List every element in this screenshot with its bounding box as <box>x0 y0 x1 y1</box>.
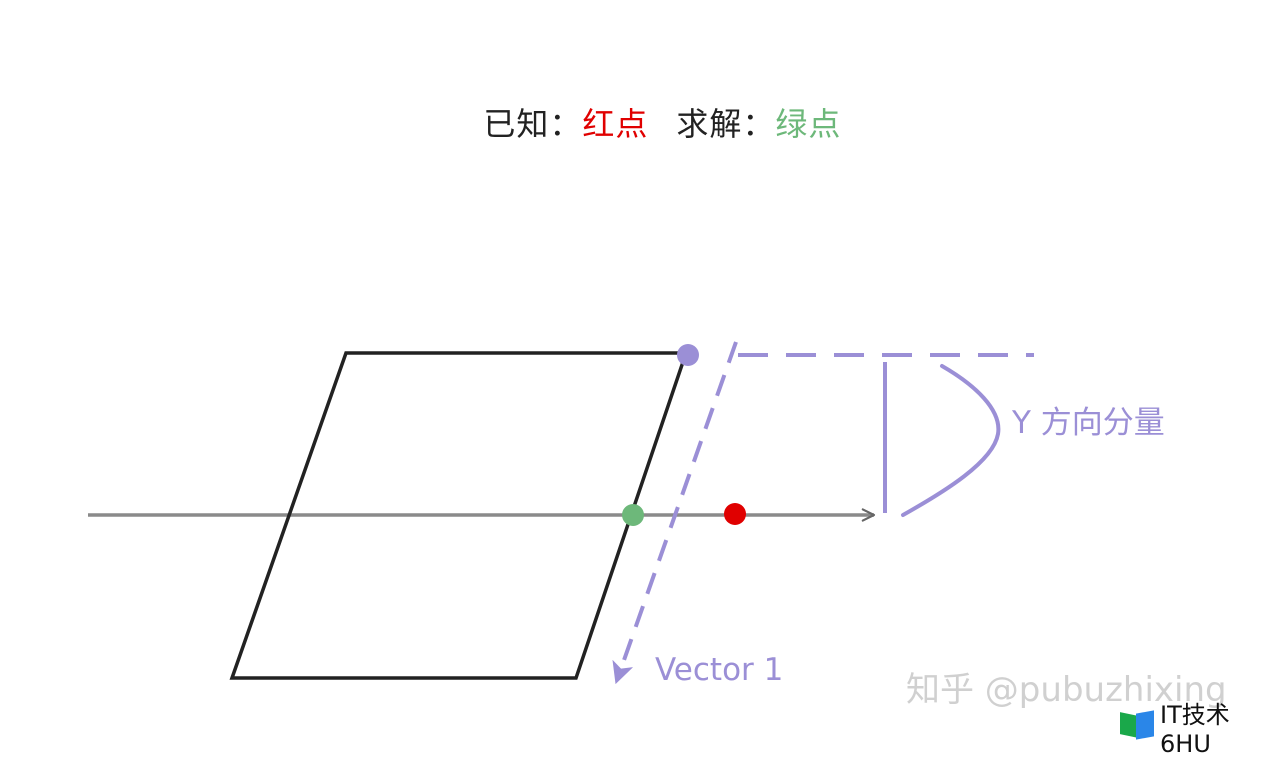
known-label: 已知： <box>483 105 583 143</box>
red-point <box>724 503 746 525</box>
vector-1-label: Vector 1 <box>655 652 783 688</box>
green-point <box>622 504 644 526</box>
purple-point <box>677 344 699 366</box>
diagram-title: 已知：红点求解：绿点 <box>0 52 1280 196</box>
parallelogram-shape <box>229 351 689 680</box>
solve-label: 求解： <box>676 105 776 143</box>
brand-text: IT技术6HU <box>1160 700 1230 758</box>
y-component-label: Y 方向分量 <box>1011 405 1165 441</box>
vector-1-dashed-arrow <box>612 341 738 685</box>
brand-badge: IT技术6HU <box>1120 701 1280 758</box>
watermark-text: 知乎 @pubuzhixing <box>906 670 1227 710</box>
known-value: 红点 <box>582 105 649 143</box>
brand-logo-icon <box>1120 710 1154 740</box>
solve-value: 绿点 <box>775 105 842 143</box>
y-component-brace-curve <box>901 364 1001 517</box>
